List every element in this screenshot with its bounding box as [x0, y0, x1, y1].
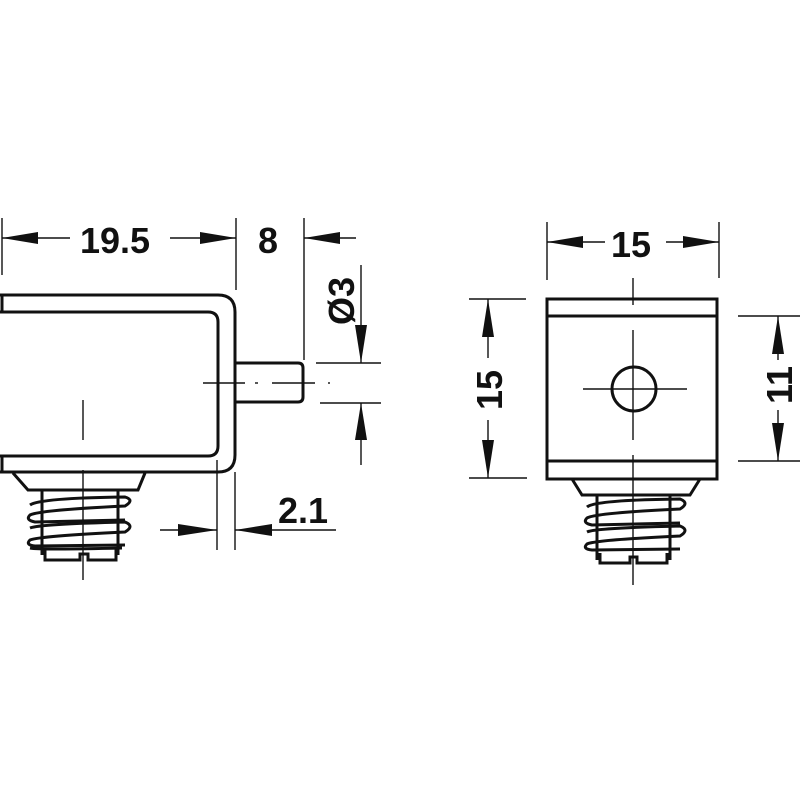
body-outline — [545, 297, 719, 481]
dim-thickness: 2.1 — [278, 490, 328, 531]
dim-inner-height: 11 — [759, 366, 800, 404]
screw-thread — [26, 490, 132, 562]
dim-pin-diameter: Ø3 — [321, 277, 362, 325]
dim-side-width: 19.5 — [80, 220, 150, 261]
side-view: 19.5 8 Ø3 2.1 — [0, 218, 381, 580]
front-view: 15 15 11 — [469, 222, 800, 585]
dim-front-width: 15 — [611, 224, 651, 265]
screw-thread — [583, 495, 687, 565]
dim-pin-length: 8 — [258, 220, 278, 261]
bracket-inner — [0, 310, 220, 458]
bracket-outline — [0, 293, 237, 474]
dim-front-height: 15 — [469, 370, 510, 410]
